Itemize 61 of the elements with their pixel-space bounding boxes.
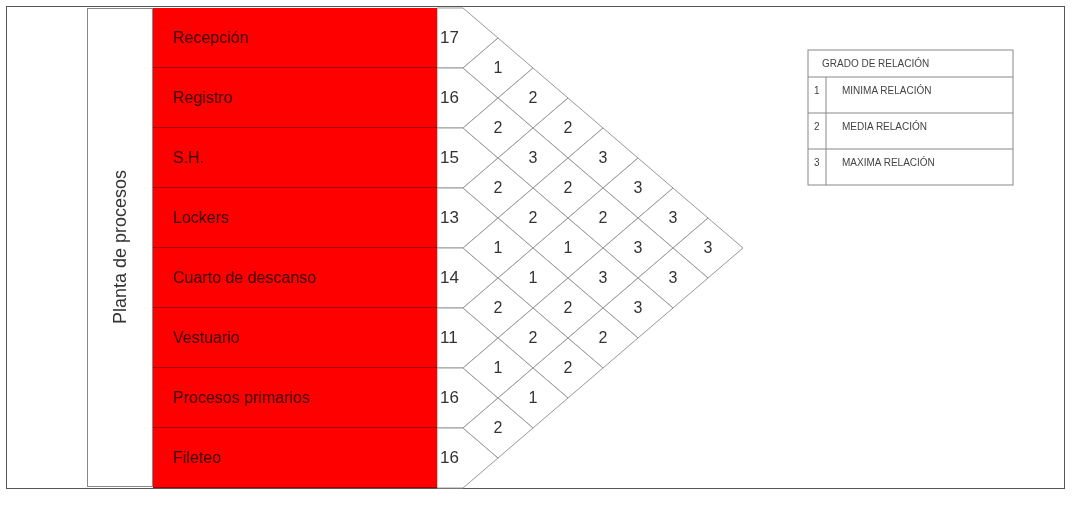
relation-value: 2 (597, 209, 609, 227)
area-name: S.H. (173, 148, 205, 167)
area-row (153, 308, 437, 368)
table-cell-text: MAXIMA RELACIÓN (842, 157, 935, 169)
score-value: 11 (440, 328, 458, 348)
table-header: GRADO DE RELACIÓN (822, 57, 930, 70)
relation-value: 2 (562, 179, 574, 197)
relation-value: 1 (562, 239, 574, 257)
area-row (153, 188, 437, 248)
relation-value: 3 (632, 179, 644, 197)
area-name: Vestuario (173, 328, 240, 347)
score-value: 16 (440, 448, 459, 468)
score-value: 16 (440, 388, 459, 408)
area-name: Fileteo (173, 448, 222, 467)
area-row (153, 128, 437, 188)
relation-value: 3 (667, 209, 679, 227)
relation-value: 2 (527, 89, 539, 107)
relation-value: 2 (562, 299, 574, 317)
table-cell-text: 3 (814, 157, 820, 169)
relation-value: 3 (667, 269, 679, 287)
score-value: 13 (440, 208, 459, 228)
group-band (87, 8, 153, 487)
area-row (153, 68, 437, 128)
relation-value: 1 (527, 269, 539, 287)
relation-value: 3 (632, 239, 644, 257)
group-label: Planta de procesos (109, 170, 131, 325)
table-cell-text: 2 (814, 121, 820, 133)
relation-value: 1 (492, 59, 504, 77)
score-value: 17 (440, 28, 459, 48)
relation-value: 2 (562, 359, 574, 377)
area-row (153, 248, 437, 308)
relation-value: 2 (492, 419, 504, 437)
relation-value: 2 (492, 119, 504, 137)
area-name: Cuarto de descanso (173, 268, 317, 287)
area-name: Recepción (173, 28, 249, 47)
relation-value: 1 (527, 389, 539, 407)
area-name: Lockers (173, 208, 230, 227)
relation-value: 2 (562, 119, 574, 137)
score-value: 15 (440, 148, 459, 168)
table-cell-text: MEDIA RELACIÓN (842, 121, 928, 133)
relation-value: 2 (527, 329, 539, 347)
area-name: Registro (173, 88, 233, 107)
relation-value: 2 (527, 209, 539, 227)
table-cell-text: 1 (814, 85, 820, 97)
relation-value: 3 (597, 149, 609, 167)
relation-value: 2 (597, 329, 609, 347)
relation-value: 2 (492, 179, 504, 197)
relation-value: 2 (492, 299, 504, 317)
score-value: 14 (440, 268, 459, 288)
relation-value: 3 (632, 299, 644, 317)
relation-value: 1 (492, 359, 504, 377)
area-row (153, 368, 437, 428)
table-cell-text: MINIMA RELACIÓN (842, 85, 932, 97)
area-row (153, 8, 437, 68)
relation-value: 3 (702, 239, 714, 257)
area-row (153, 428, 437, 488)
area-name: Procesos primarios (173, 388, 310, 407)
score-value: 16 (440, 88, 459, 108)
relation-value: 3 (597, 269, 609, 287)
relation-value: 3 (527, 149, 539, 167)
relation-value: 1 (492, 239, 504, 257)
